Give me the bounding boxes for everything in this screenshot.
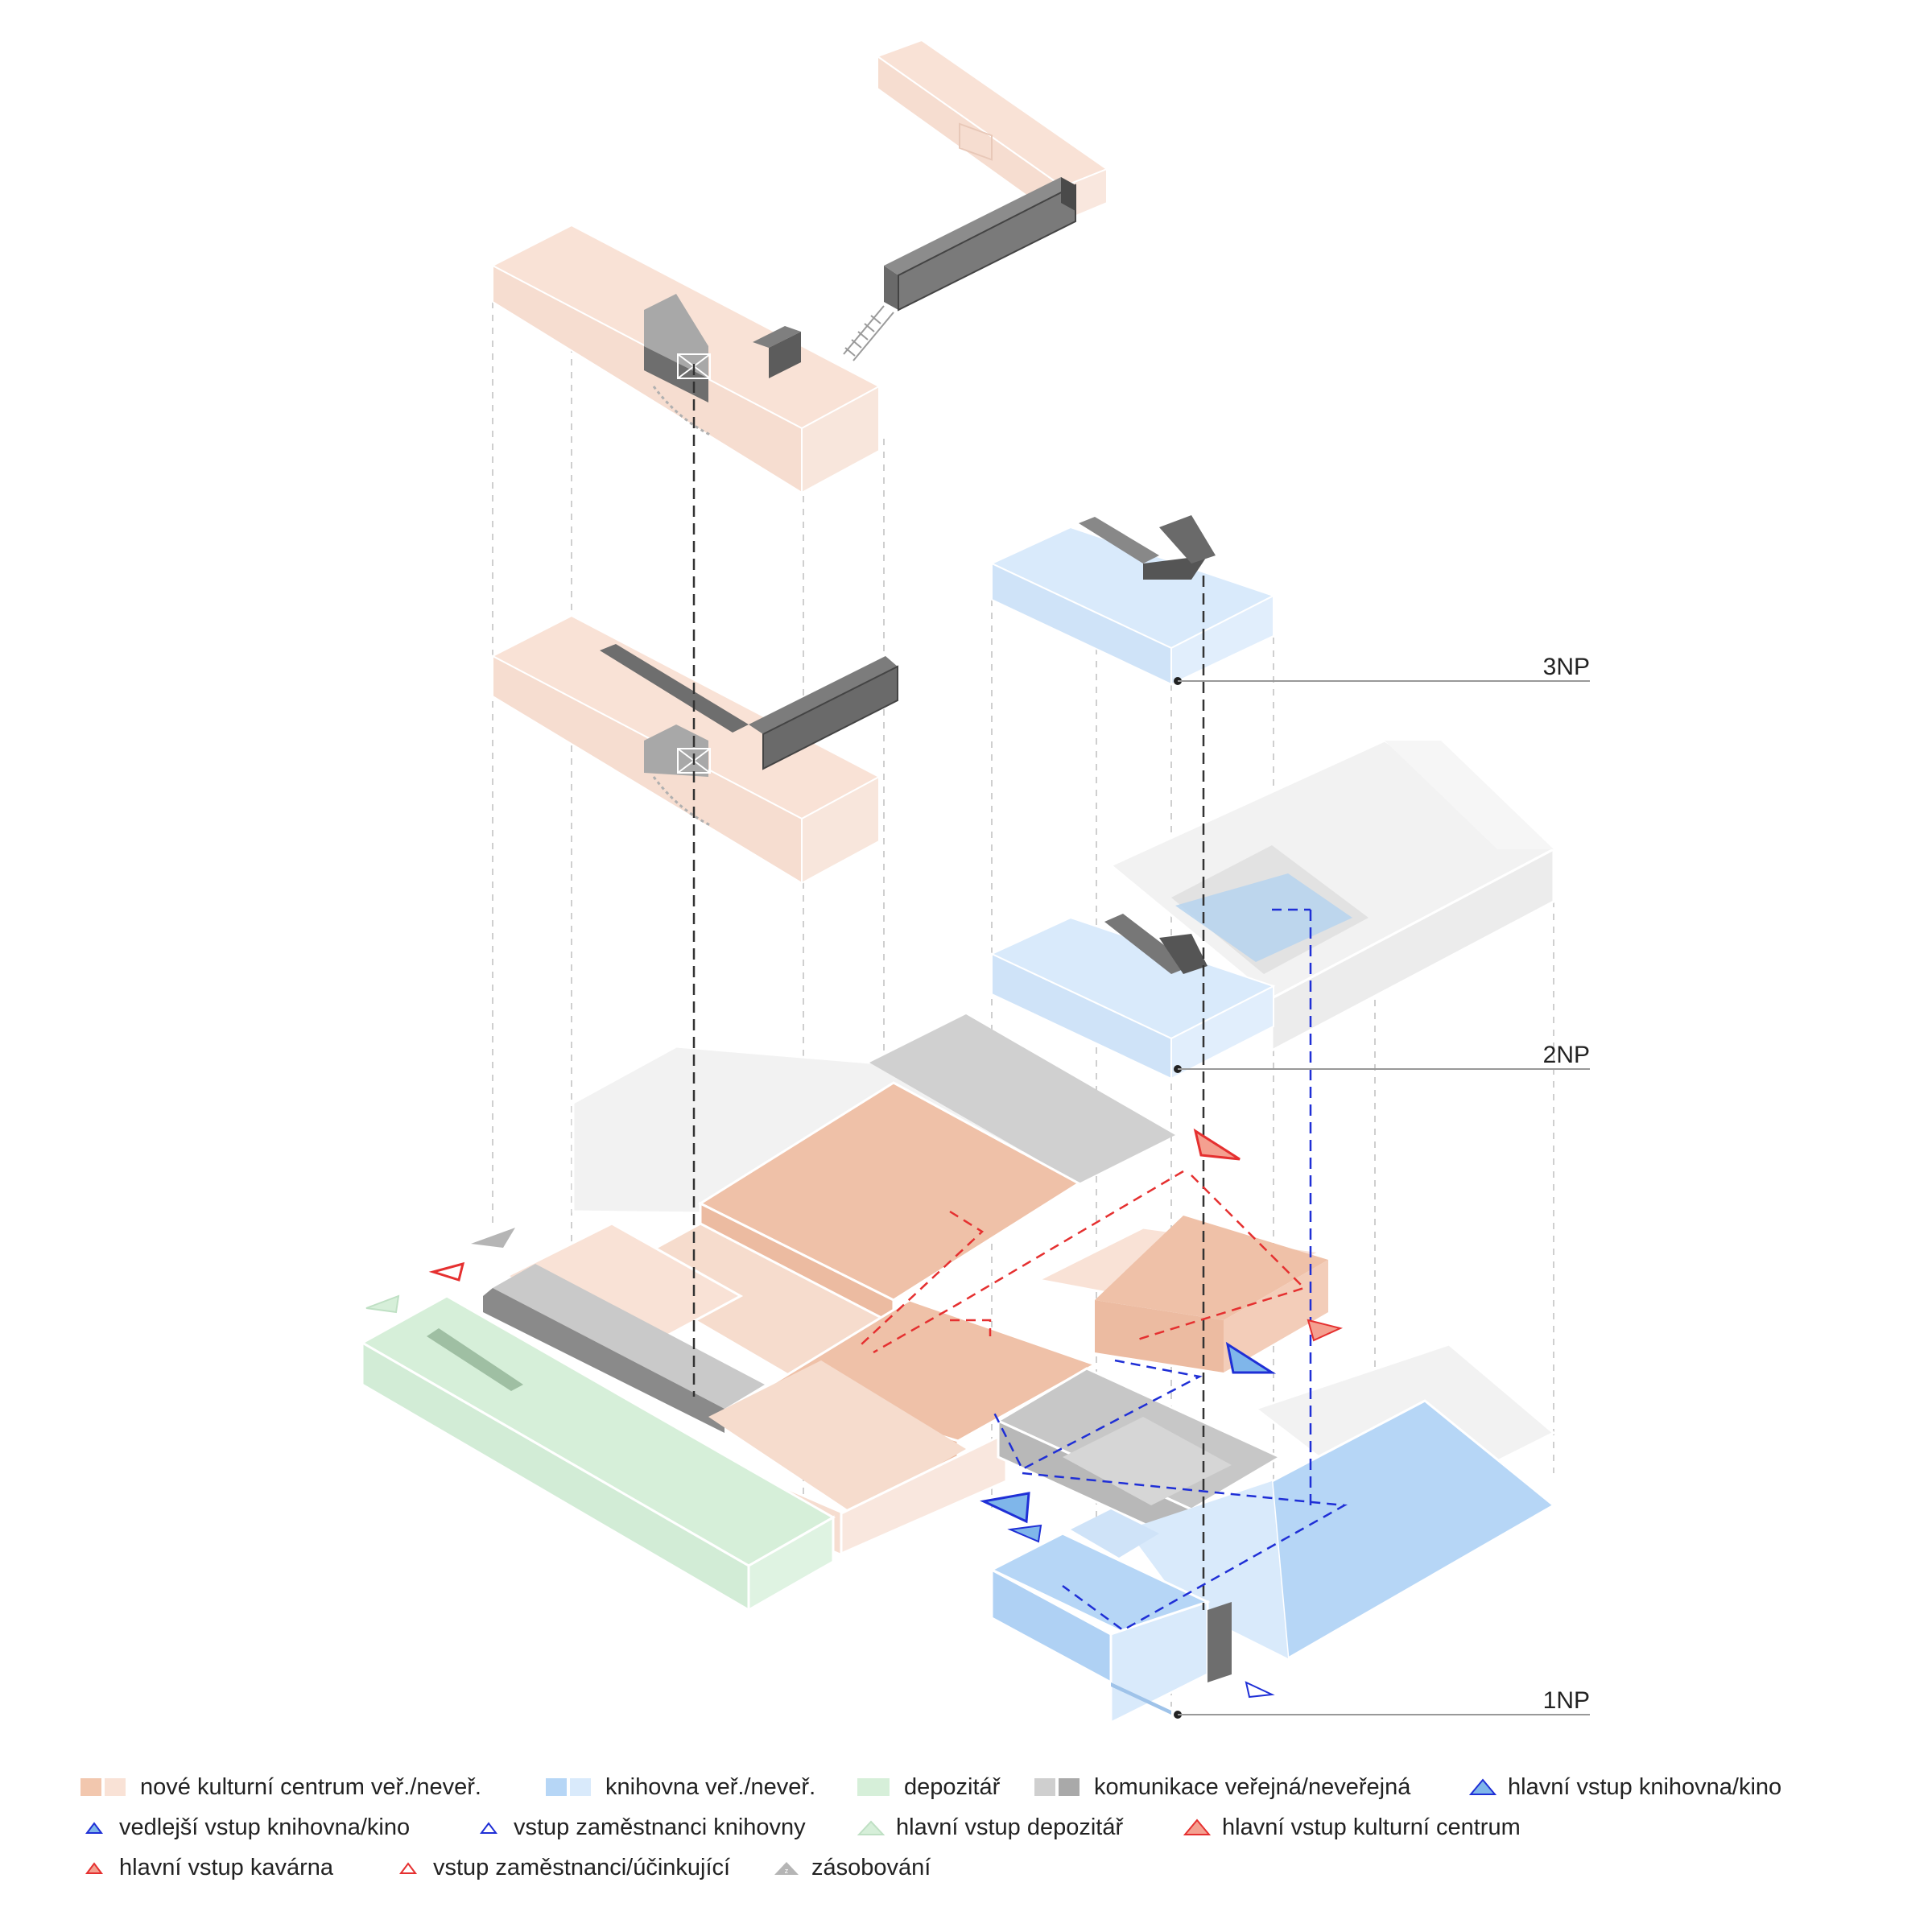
legend-item-circulation: komunikace veřejná/neveřejná bbox=[1034, 1771, 1410, 1803]
legend-item-culture: nové kulturní centrum veř./neveř. bbox=[80, 1771, 481, 1803]
depository-swatch bbox=[857, 1778, 890, 1796]
legend-label: komunikace veřejná/neveřejná bbox=[1094, 1773, 1411, 1800]
library-main-entrance-2-icon bbox=[980, 1492, 1030, 1524]
library-private-swatch bbox=[570, 1778, 591, 1796]
staff-entrance-red-icon bbox=[428, 1261, 465, 1282]
legend-item-staff-performer-entrance: vstup zaměstnanci/účinkující bbox=[394, 1852, 730, 1884]
legend-item-depository: depozitář bbox=[857, 1771, 1000, 1803]
cafe-entrance-icon bbox=[1307, 1319, 1344, 1342]
library-staff-entrance-icon bbox=[1245, 1681, 1275, 1699]
culture-routes bbox=[861, 1170, 1307, 1354]
legend-item-supply: z zásobování bbox=[773, 1852, 931, 1884]
circulation-public-swatch bbox=[1034, 1778, 1055, 1796]
legend: nové kulturní centrum veř./neveř. knihov… bbox=[80, 1771, 1868, 1908]
culture-upper-floor-3 bbox=[490, 614, 898, 885]
library-side-entrance-icon bbox=[85, 1822, 103, 1834]
legend-item-library-staff-entrance: vstup zaměstnanci knihovny bbox=[475, 1811, 806, 1843]
legend-label: nové kulturní centrum veř./neveř. bbox=[140, 1773, 481, 1800]
legend-row-1: nové kulturní centrum veř./neveř. knihov… bbox=[80, 1771, 1868, 1803]
library-staff-entrance-icon bbox=[480, 1822, 497, 1834]
legend-label: zásobování bbox=[811, 1854, 931, 1880]
legend-item-culture-main-entrance: hlavní vstup kulturní centrum bbox=[1183, 1811, 1521, 1843]
main-entrance-culture-icon bbox=[1193, 1128, 1241, 1161]
culture-private-swatch bbox=[105, 1778, 126, 1796]
supply-entrance-icon bbox=[471, 1228, 515, 1248]
culture-public-swatch bbox=[80, 1778, 101, 1796]
ground-floor-1np bbox=[359, 1013, 1556, 1725]
level-markers: 3NP 2NP 1NP bbox=[1174, 654, 1590, 1719]
cafe-entrance-icon bbox=[85, 1862, 103, 1874]
legend-item-cafe-entrance: hlavní vstup kavárna bbox=[80, 1852, 333, 1884]
legend-row-3: hlavní vstup kavárna vstup zaměstnanci/ú… bbox=[80, 1852, 1868, 1884]
entrance-markers bbox=[365, 1128, 1344, 1699]
circulation-private-swatch bbox=[1059, 1778, 1080, 1796]
depository-entrance-icon bbox=[857, 1820, 885, 1835]
legend-label: hlavní vstup knihovna/kino bbox=[1508, 1773, 1782, 1800]
legend-label: vstup zaměstnanci/účinkující bbox=[433, 1854, 731, 1880]
legend-row-2: vedlejší vstup knihovna/kino vstup zaměs… bbox=[80, 1811, 1868, 1843]
library-routes bbox=[993, 908, 1348, 1632]
vertical-core-lines bbox=[692, 364, 1312, 1610]
legend-label: vstup zaměstnanci knihovny bbox=[514, 1814, 806, 1840]
legend-label: knihovna veř./neveř. bbox=[605, 1773, 816, 1800]
library-floor-3np bbox=[989, 515, 1276, 686]
level-2np-label: 2NP bbox=[1543, 1042, 1590, 1068]
staff-performer-entrance-icon bbox=[399, 1862, 417, 1874]
culture-main-entrance-icon bbox=[1183, 1818, 1211, 1835]
legend-label: hlavní vstup kavárna bbox=[119, 1854, 333, 1880]
level-3np-label: 3NP bbox=[1543, 654, 1590, 680]
level-1np-label: 1NP bbox=[1543, 1687, 1590, 1714]
culture-upper-floor-4 bbox=[490, 39, 1109, 494]
svg-text:z: z bbox=[785, 1867, 789, 1875]
supply-icon: z bbox=[774, 1862, 799, 1875]
legend-item-library-main-entrance: hlavní vstup knihovna/kino bbox=[1469, 1771, 1781, 1803]
legend-label: depozitář bbox=[904, 1773, 1001, 1800]
legend-item-library-side-entrance: vedlejší vstup knihovna/kino bbox=[80, 1811, 410, 1843]
legend-label: hlavní vstup depozitář bbox=[896, 1814, 1124, 1840]
legend-label: hlavní vstup kulturní centrum bbox=[1222, 1814, 1521, 1840]
library-public-swatch bbox=[546, 1778, 567, 1796]
library-main-entrance-icon bbox=[1469, 1778, 1496, 1795]
legend-label: vedlejší vstup knihovna/kino bbox=[119, 1814, 411, 1840]
legend-item-depository-entrance: hlavní vstup depozitář bbox=[857, 1811, 1123, 1843]
library-side-entrance-icon bbox=[1007, 1524, 1042, 1543]
legend-item-library: knihovna veř./neveř. bbox=[546, 1771, 815, 1803]
library-main-entrance-icon bbox=[1225, 1341, 1277, 1374]
depository-entrance-icon bbox=[365, 1294, 400, 1314]
library-floor-2np bbox=[989, 739, 1556, 1080]
